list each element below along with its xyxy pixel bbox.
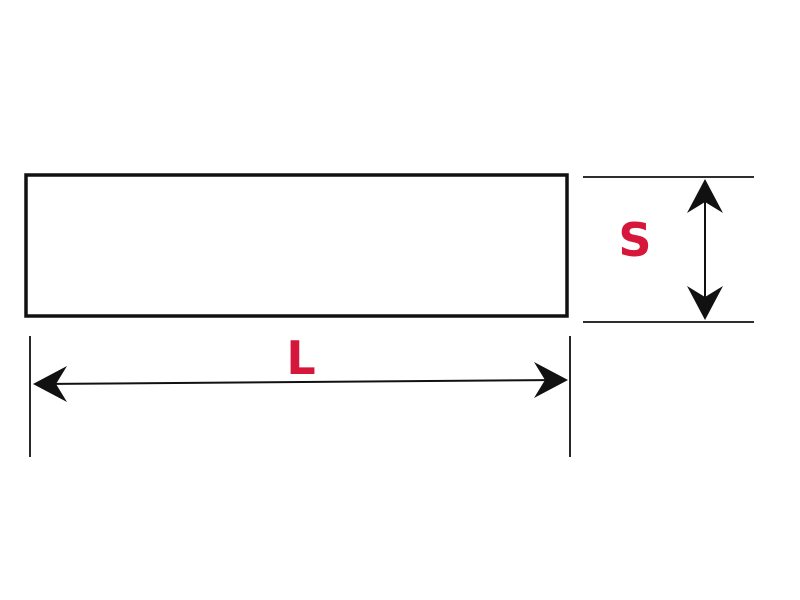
side-label: S — [618, 213, 651, 267]
length-dimension-line — [39, 379, 561, 385]
length-label: L — [286, 331, 315, 385]
side-arrowhead-bottom — [687, 286, 723, 320]
length-arrowhead-left — [33, 366, 67, 402]
rectangle-shape — [24, 173, 569, 318]
side-arrowhead-top — [687, 179, 723, 213]
length-arrowhead-right — [534, 362, 568, 398]
